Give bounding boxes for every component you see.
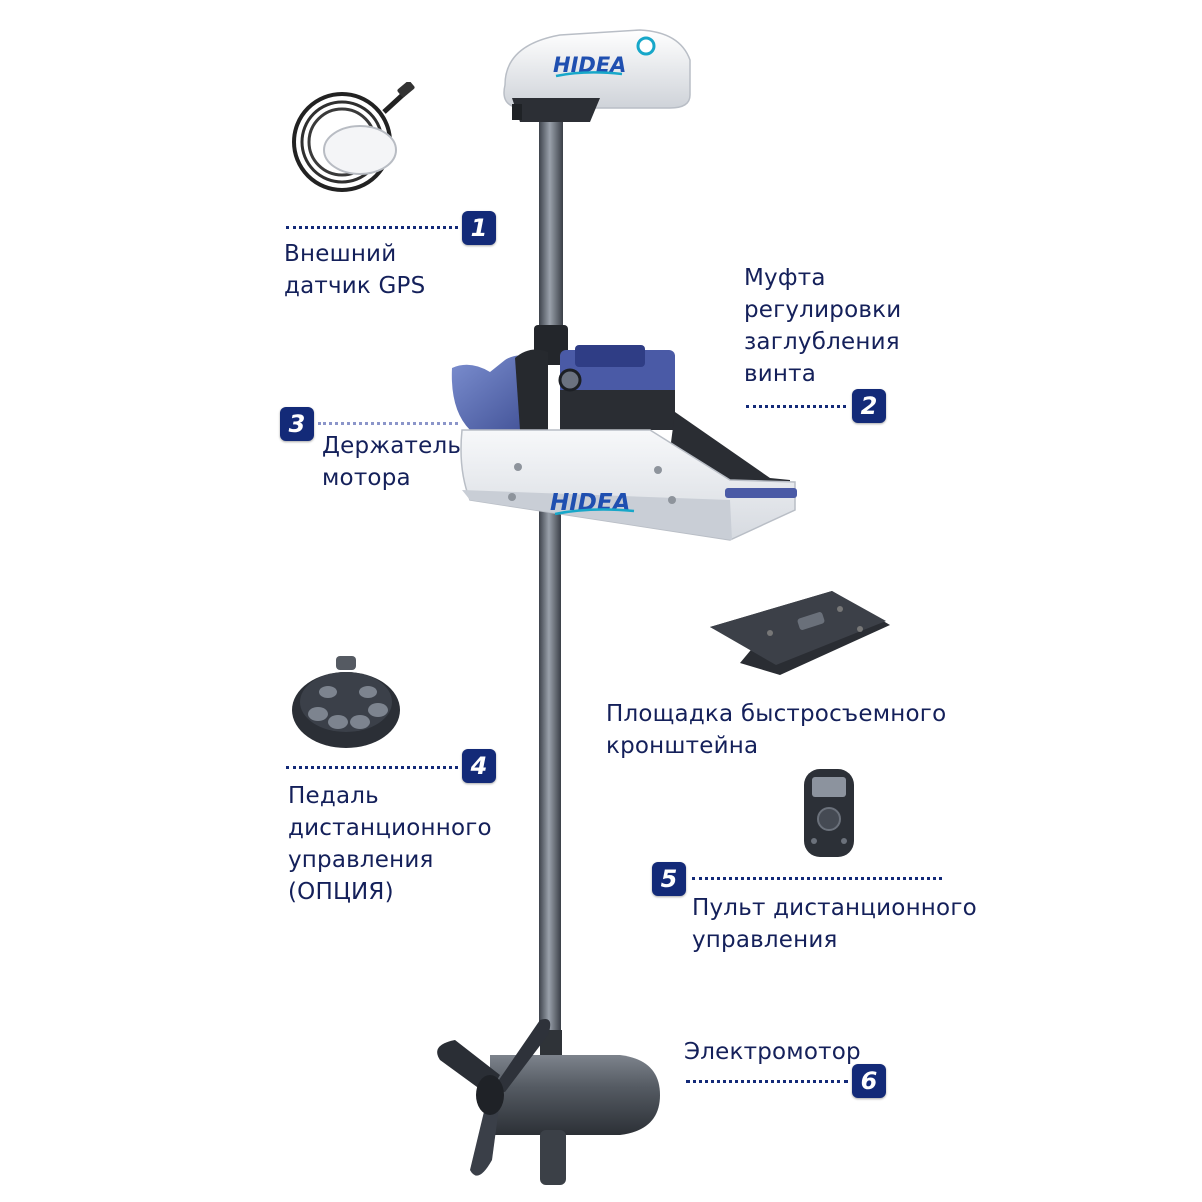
callout-6-badge: 6 <box>852 1064 886 1098</box>
callout-5-badge: 5 <box>652 862 686 896</box>
callout-6-leader <box>686 1080 848 1083</box>
gps-sensor-icon <box>292 82 415 192</box>
bracket-plate-label: Площадка быстросъемного кронштейна <box>606 701 947 759</box>
callout-2-label: Муфта регулировки заглубления винта <box>744 265 902 387</box>
foot-pedal-icon <box>292 656 400 748</box>
propeller-icon <box>437 1019 551 1176</box>
lower-motor-icon <box>437 1019 660 1185</box>
callout-5-leader <box>692 877 942 880</box>
remote-control-icon <box>804 769 854 857</box>
callout-6-label: Электромотор <box>684 1039 861 1065</box>
callout-4-leader <box>286 766 458 769</box>
quick-release-plate-icon <box>710 591 890 675</box>
motor-head-icon: HIDEA <box>503 29 691 122</box>
callout-4-label: Педаль дистанционного управления (ОПЦИЯ) <box>288 783 492 905</box>
callout-3-badge: 3 <box>280 407 314 441</box>
callout-4-badge: 4 <box>462 749 496 783</box>
callout-3-leader <box>318 422 458 425</box>
callout-3-label: Держатель мотора <box>322 433 462 491</box>
callout-2-badge: 2 <box>852 389 886 423</box>
callout-1-label: Внешний датчик GPS <box>284 241 426 299</box>
motor-mount-icon: HIDEA <box>451 345 797 541</box>
callout-5-label: Пульт дистанционного управления <box>692 895 977 953</box>
callout-2-leader <box>746 405 846 408</box>
callout-1-badge: 1 <box>462 211 496 245</box>
callout-1-leader <box>286 226 458 229</box>
